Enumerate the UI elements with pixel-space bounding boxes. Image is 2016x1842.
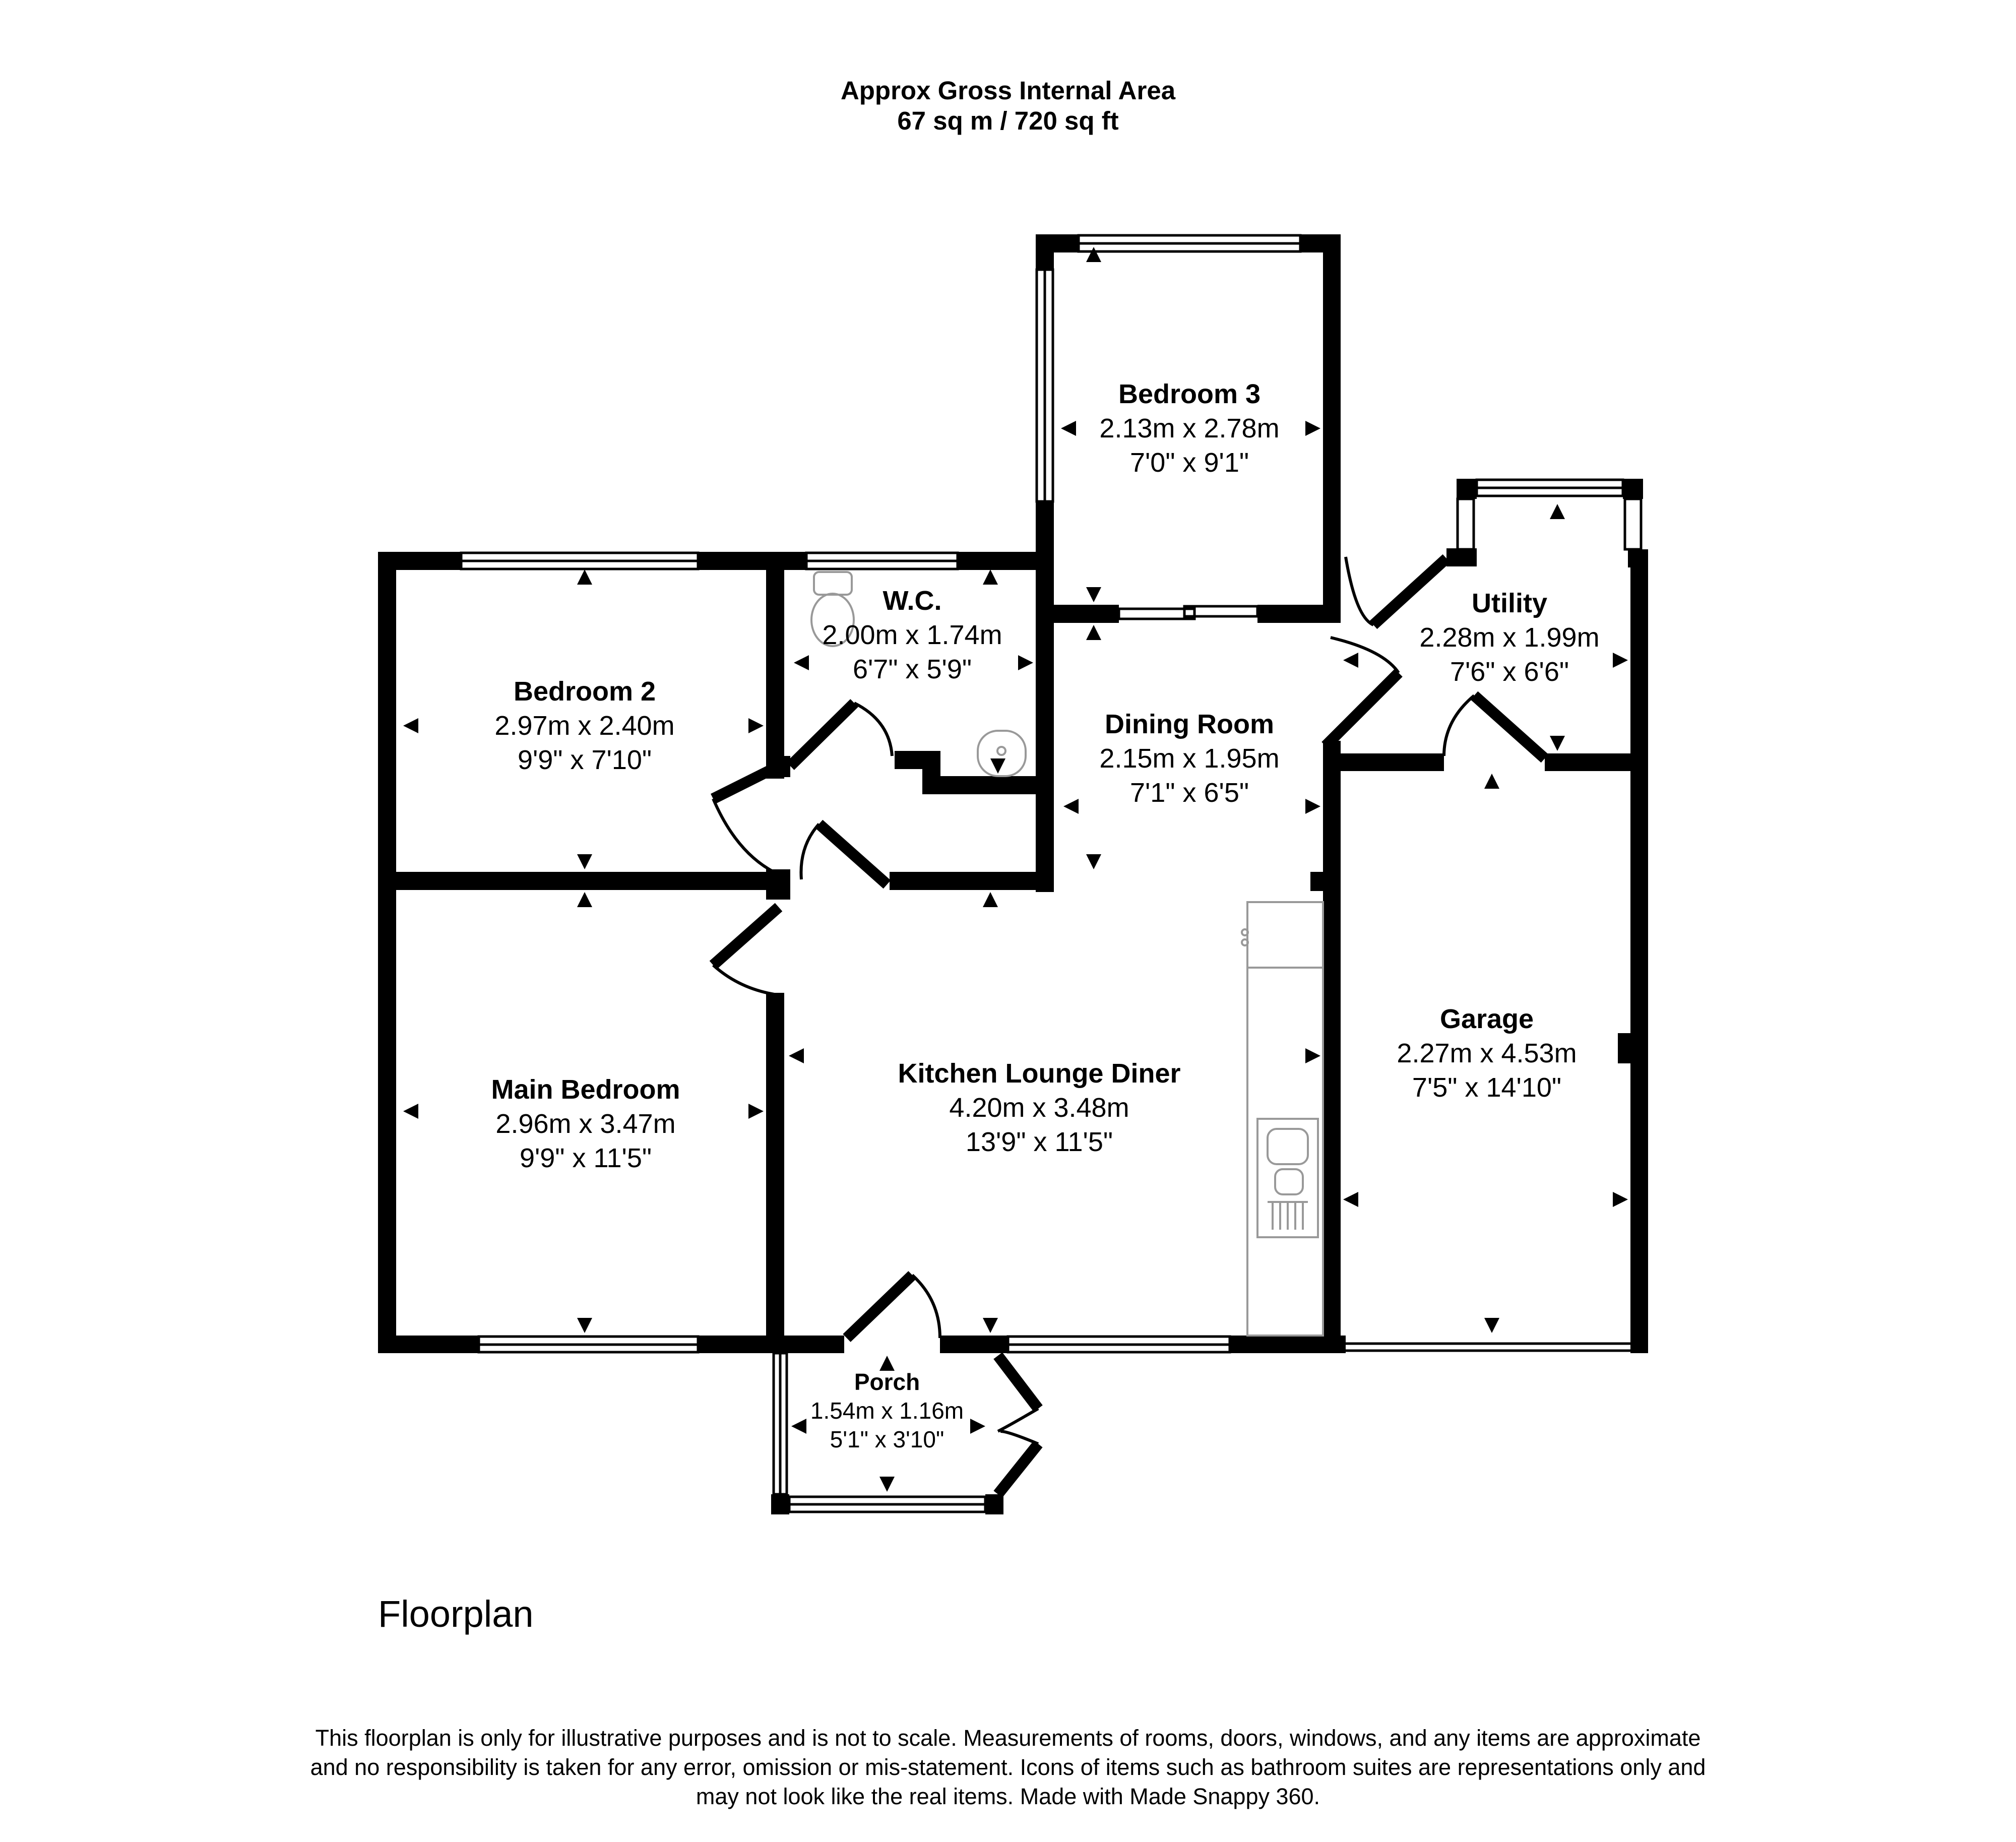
wc-name: W.C.	[883, 586, 942, 616]
disclaimer-line-3: may not look like the real items. Made w…	[696, 1784, 1320, 1809]
cistern-icon	[813, 571, 853, 596]
garage-metric: 2.27m x 4.53m	[1397, 1038, 1577, 1068]
dining-metric: 2.15m x 1.95m	[1099, 743, 1279, 774]
garage-name: Garage	[1440, 1004, 1534, 1034]
porch-name: Porch	[854, 1369, 920, 1395]
dining-name: Dining Room	[1105, 709, 1274, 739]
kitchen-units	[810, 571, 1324, 1337]
bedroom2-name: Bedroom 2	[514, 676, 656, 707]
dimension-arrows	[403, 247, 1628, 1492]
bedroom2-metric: 2.97m x 2.40m	[494, 711, 674, 741]
kitchen-imperial: 13'9" x 11'5"	[966, 1127, 1113, 1157]
room-labels: Bedroom 3 2.13m x 2.78m 7'0" x 9'1" W.C.…	[491, 379, 1599, 1452]
area-title: Approx Gross Internal Area	[840, 76, 1176, 105]
dining-imperial: 7'1" x 6'5"	[1130, 778, 1249, 808]
main-bedroom-name: Main Bedroom	[491, 1074, 680, 1105]
utility-name: Utility	[1472, 588, 1547, 618]
windows	[460, 234, 1643, 1513]
kitchen-name: Kitchen Lounge Diner	[898, 1058, 1180, 1089]
bedroom3-name: Bedroom 3	[1118, 379, 1261, 409]
area-value: 67 sq m / 720 sq ft	[897, 106, 1119, 135]
doors	[709, 554, 1549, 1498]
wc-imperial: 6'7" x 5'9"	[853, 654, 972, 684]
bedroom3-metric: 2.13m x 2.78m	[1099, 413, 1279, 443]
main-bedroom-metric: 2.96m x 3.47m	[495, 1109, 675, 1139]
porch-imperial: 5'1" x 3'10"	[830, 1426, 944, 1452]
bedroom3-imperial: 7'0" x 9'1"	[1130, 448, 1249, 478]
main-bedroom-imperial: 9'9" x 11'5"	[520, 1143, 652, 1173]
disclaimer-line-1: This floorplan is only for illustrative …	[315, 1725, 1701, 1751]
utility-imperial: 7'6" x 6'6"	[1450, 657, 1569, 687]
walls	[378, 234, 1648, 1514]
wc-metric: 2.00m x 1.74m	[822, 620, 1002, 650]
kitchen-metric: 4.20m x 3.48m	[949, 1093, 1129, 1123]
porch-metric: 1.54m x 1.16m	[810, 1398, 964, 1424]
utility-metric: 2.28m x 1.99m	[1419, 622, 1599, 653]
floorplan-caption: Floorplan	[378, 1593, 534, 1635]
disclaimer-line-2: and no responsibility is taken for any e…	[310, 1754, 1706, 1780]
toilet-icon	[810, 593, 855, 647]
bedroom2-imperial: 9'9" x 7'10"	[518, 745, 652, 775]
washbasin-icon	[977, 730, 1027, 777]
garage-imperial: 7'5" x 14'10"	[1412, 1072, 1561, 1103]
